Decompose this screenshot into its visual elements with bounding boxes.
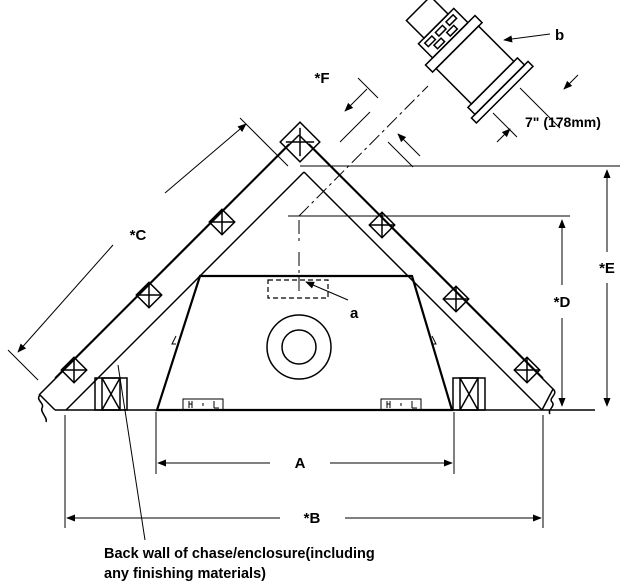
label-d: *D: [554, 294, 571, 311]
nameplate-right: [380, 398, 422, 411]
termination-cap: [405, 0, 535, 125]
label-c: *C: [130, 227, 147, 244]
dimension-c: [7, 117, 289, 381]
right-wall: [298, 134, 556, 415]
label-a: A: [295, 455, 306, 472]
label-e: *E: [599, 260, 615, 277]
back-wall-note-line2: any finishing materials): [104, 566, 266, 582]
flue-collar: [266, 314, 332, 380]
vent-opening: [267, 279, 329, 299]
nameplate-left: [182, 398, 224, 411]
fireplace-unit: [155, 274, 454, 412]
framing-studs: [60, 121, 541, 411]
label-7in: 7" (178mm): [525, 114, 601, 130]
label-a-callout: a: [350, 305, 359, 322]
label-f: *F: [315, 70, 330, 87]
label-b-callout: b: [555, 27, 564, 44]
callout-b-leader: [503, 33, 551, 43]
callout-a-leader: [305, 281, 349, 301]
dimension-f: [339, 77, 421, 168]
label-b: *B: [304, 510, 321, 527]
dimension-b: [64, 415, 544, 528]
dimension-7in: [492, 74, 579, 143]
back-wall-leader: [117, 364, 146, 541]
dimension-a: [155, 412, 455, 474]
flue-center-lines: [288, 85, 620, 295]
back-wall-note-line1: Back wall of chase/enclosure(including: [104, 546, 375, 562]
left-wall: [37, 134, 305, 423]
